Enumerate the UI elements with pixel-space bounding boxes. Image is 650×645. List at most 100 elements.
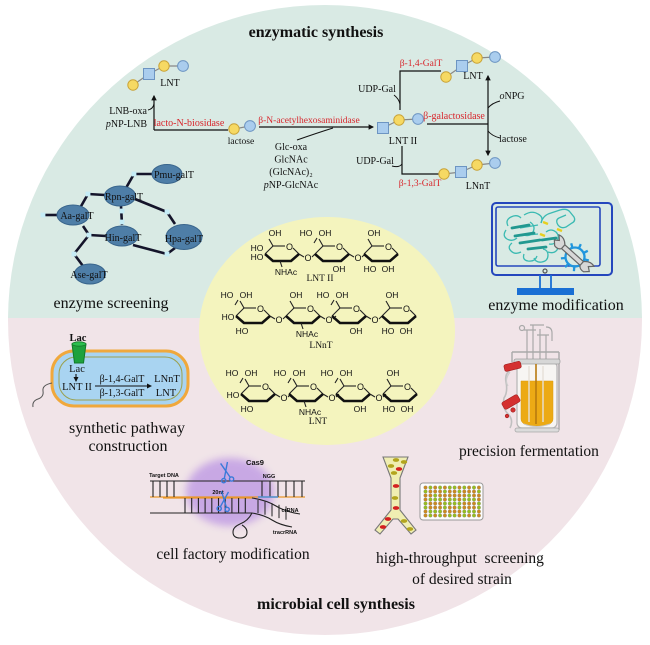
svg-text:enzyme screening: enzyme screening (53, 295, 168, 312)
svg-text:HO: HO (221, 290, 234, 300)
svg-text:HO: HO (383, 404, 396, 414)
svg-text:lacto-N-biosidase: lacto-N-biosidase (154, 118, 225, 129)
svg-text:Rpn-galT: Rpn-galT (105, 192, 143, 203)
svg-text:synthetic pathway: synthetic pathway (69, 420, 185, 437)
svg-text:HO: HO (321, 368, 334, 378)
svg-text:O: O (325, 315, 332, 325)
svg-text:Cas9: Cas9 (246, 458, 264, 467)
svg-text:OH: OH (368, 228, 381, 238)
svg-text:O: O (385, 242, 392, 252)
svg-text:Ase-galT: Ase-galT (70, 270, 107, 281)
svg-text:LNnT: LNnT (154, 374, 180, 385)
svg-text:UDP-Gal: UDP-Gal (358, 84, 396, 95)
svg-text:LNT II: LNT II (307, 274, 334, 284)
svg-text:OH: OH (387, 368, 400, 378)
svg-text:O: O (371, 315, 378, 325)
svg-text:OH: OH (293, 368, 306, 378)
svg-text:enzymatic synthesis: enzymatic synthesis (249, 24, 384, 41)
svg-text:HO: HO (300, 228, 313, 238)
svg-text:O: O (310, 382, 317, 392)
svg-text:HO: HO (241, 404, 254, 414)
svg-text:pNP-LNB: pNP-LNB (105, 119, 147, 130)
svg-text:LNT: LNT (156, 388, 177, 399)
svg-text:β-1,3-GalT: β-1,3-GalT (100, 388, 145, 399)
svg-text:UDP-Gal: UDP-Gal (356, 156, 394, 167)
svg-text:lactose: lactose (228, 137, 254, 147)
svg-text:O: O (375, 393, 382, 403)
svg-text:of desired strain: of desired strain (412, 571, 512, 588)
svg-text:β-galactosidase: β-galactosidase (423, 111, 485, 122)
svg-text:Pmu-galT: Pmu-galT (154, 170, 194, 181)
svg-text:LNnT: LNnT (309, 341, 332, 351)
svg-text:OH: OH (354, 404, 367, 414)
svg-text:O: O (257, 304, 264, 314)
svg-text:OH: OH (382, 264, 395, 274)
svg-text:O: O (404, 382, 411, 392)
svg-text:construction: construction (88, 438, 167, 455)
svg-text:OH: OH (401, 404, 414, 414)
svg-text:NHAc: NHAc (299, 407, 322, 417)
svg-text:HO: HO (274, 368, 287, 378)
svg-text:HO: HO (364, 264, 377, 274)
svg-text:O: O (336, 242, 343, 252)
svg-text:O: O (357, 382, 364, 392)
svg-text:tracrRNA: tracrRNA (273, 530, 297, 536)
svg-text:OH: OH (350, 326, 363, 336)
svg-text:HO: HO (226, 368, 239, 378)
svg-text:NGG: NGG (263, 474, 276, 480)
svg-text:O: O (354, 253, 361, 263)
svg-text:Lac: Lac (69, 364, 85, 375)
svg-text:Hin-galT: Hin-galT (105, 233, 142, 244)
svg-text:OH: OH (336, 290, 349, 300)
svg-text:O: O (328, 393, 335, 403)
svg-text:LNT II: LNT II (389, 136, 417, 147)
svg-text:OH: OH (240, 290, 253, 300)
svg-text:O: O (353, 304, 360, 314)
svg-text:β-1,3-GalT: β-1,3-GalT (399, 179, 442, 189)
svg-text:LNT: LNT (463, 71, 482, 82)
svg-text:OH: OH (400, 326, 413, 336)
svg-text:HO: HO (227, 390, 240, 400)
svg-text:Aa-galT: Aa-galT (60, 211, 93, 222)
svg-text:β-1,4-GalT: β-1,4-GalT (100, 374, 145, 385)
svg-text:LNT II: LNT II (62, 382, 92, 393)
svg-text:GlcNAc: GlcNAc (274, 155, 308, 166)
svg-text:OH: OH (245, 368, 258, 378)
svg-text:O: O (286, 242, 293, 252)
svg-text:oNPG: oNPG (499, 91, 524, 102)
svg-text:Target DNA: Target DNA (149, 473, 179, 479)
svg-text:HO: HO (382, 326, 395, 336)
svg-text:O: O (403, 304, 410, 314)
svg-text:LNT: LNT (309, 417, 328, 427)
svg-text:pNP-GlcNAc: pNP-GlcNAc (263, 180, 319, 191)
svg-text:Glc-oxa: Glc-oxa (275, 142, 308, 153)
svg-text:OH: OH (340, 368, 353, 378)
svg-text:HO: HO (251, 243, 264, 253)
svg-text:Hpa-galT: Hpa-galT (165, 234, 203, 245)
svg-text:OH: OH (290, 290, 303, 300)
svg-text:NHAc: NHAc (275, 267, 298, 277)
svg-text:HO: HO (236, 326, 249, 336)
svg-text:Lac: Lac (70, 333, 87, 344)
svg-text:microbial cell synthesis: microbial cell synthesis (257, 596, 415, 613)
svg-text:20nt: 20nt (212, 490, 223, 496)
svg-text:HO: HO (251, 252, 264, 262)
svg-text:O: O (307, 304, 314, 314)
svg-text:β-N-acetylhexosaminidase: β-N-acetylhexosaminidase (258, 116, 359, 126)
svg-text:LNnT: LNnT (466, 181, 490, 192)
svg-text:OH: OH (386, 290, 399, 300)
svg-text:LNT: LNT (160, 78, 179, 89)
svg-text:LNB-oxa: LNB-oxa (109, 106, 147, 117)
svg-text:O: O (262, 382, 269, 392)
svg-text:NHAc: NHAc (296, 329, 319, 339)
svg-text:OH: OH (269, 228, 282, 238)
svg-text:enzyme modification: enzyme modification (488, 297, 624, 314)
svg-text:OH: OH (319, 228, 332, 238)
svg-text:HO: HO (222, 312, 235, 322)
svg-text:β-1,4-GalT: β-1,4-GalT (400, 59, 443, 69)
svg-text:OH: OH (333, 264, 346, 274)
svg-text:O: O (280, 393, 287, 403)
svg-text:crRNA: crRNA (281, 508, 298, 514)
svg-text:high-throughput screening: high-throughput screening (376, 550, 544, 567)
svg-text:precision fermentation: precision fermentation (459, 443, 599, 460)
